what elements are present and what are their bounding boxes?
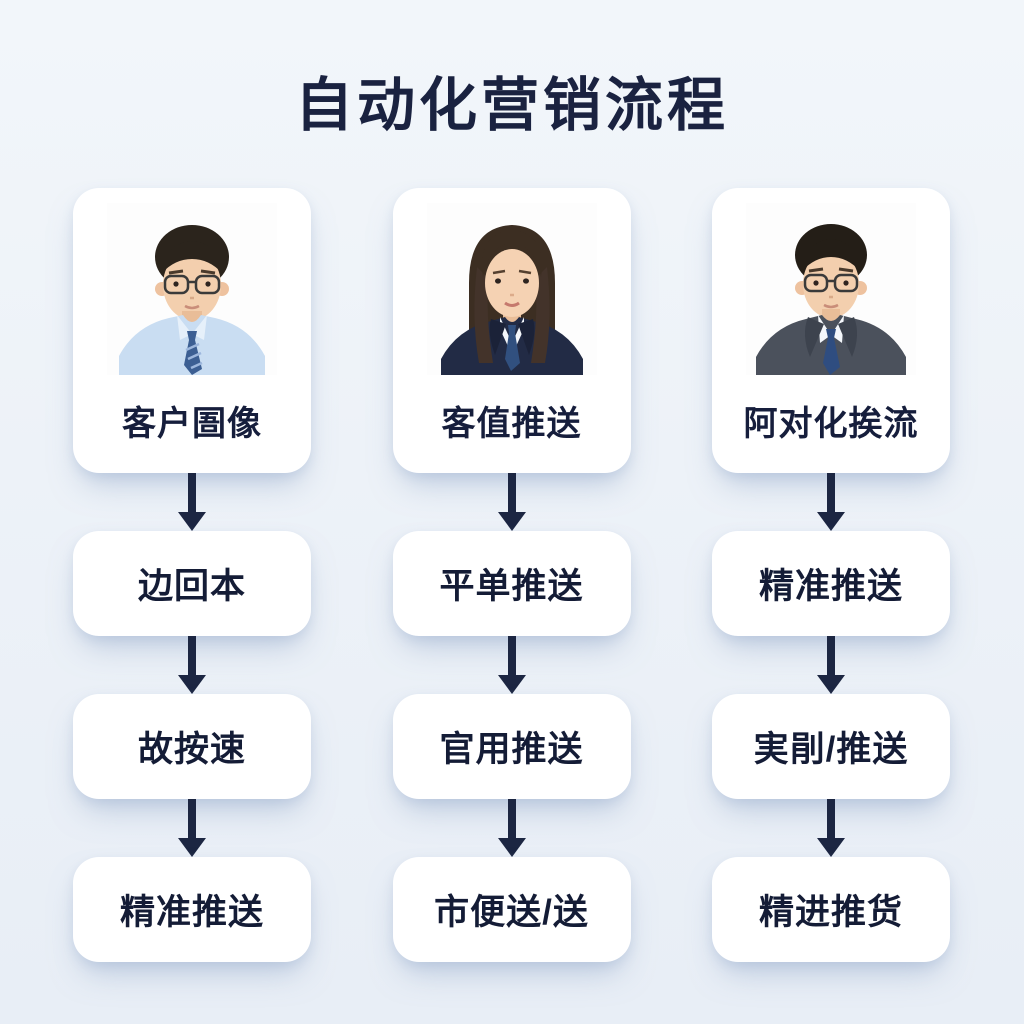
flowchart-page: 自动化营销流程 — [0, 73, 1024, 962]
persona-label: 客户圄像 — [122, 405, 262, 443]
flow-column-customer: 客户圄像 边回本 故按速 精准推送 — [73, 188, 311, 962]
down-arrow-icon — [817, 799, 845, 857]
step-box: 精准推送 — [73, 857, 311, 962]
down-arrow-icon — [178, 636, 206, 694]
down-arrow-icon — [497, 473, 526, 531]
man-glasses-gray-suit-portrait-icon — [746, 203, 916, 375]
page-title: 自动化营销流程 — [294, 73, 729, 138]
step-box: 精准推送 — [712, 531, 950, 636]
down-arrow-icon — [817, 636, 845, 694]
step-label: 平单推送 — [439, 567, 584, 606]
step-label: 边回本 — [137, 567, 246, 606]
down-arrow-icon — [497, 799, 526, 857]
persona-card: 客户圄像 — [73, 188, 311, 473]
persona-label: 客值推送 — [441, 405, 582, 443]
down-arrow-icon — [817, 473, 845, 531]
down-arrow-icon — [178, 473, 206, 531]
step-label: 市便送/送 — [434, 893, 589, 932]
down-arrow-icon — [178, 799, 206, 857]
flow-columns: 客户圄像 边回本 故按速 精准推送 — [0, 188, 1024, 962]
step-label: 官用推送 — [439, 730, 584, 769]
step-label: 精准推送 — [758, 567, 903, 606]
step-box: 市便送/送 — [392, 857, 631, 962]
man-glasses-light-blue-shirt-portrait-icon — [107, 203, 277, 375]
flow-column-value: 客值推送 平单推送 官用推送 市便送/送 — [392, 188, 631, 962]
persona-card: 客值推送 — [392, 188, 631, 473]
step-box: 平单推送 — [392, 531, 631, 636]
step-label: 精进推货 — [758, 893, 903, 932]
step-label: 故按速 — [137, 730, 246, 769]
step-box: 実剈/推送 — [712, 694, 950, 799]
persona-card: 阿对化挨流 — [712, 188, 950, 473]
step-box: 官用推送 — [392, 694, 631, 799]
step-label: 実剈/推送 — [753, 730, 909, 769]
step-box: 故按速 — [73, 694, 311, 799]
step-box: 精进推货 — [712, 857, 950, 962]
down-arrow-icon — [497, 636, 526, 694]
persona-label: 阿对化挨流 — [743, 405, 919, 443]
step-box: 边回本 — [73, 531, 311, 636]
flow-column-traffic: 阿对化挨流 精准推送 実剈/推送 精进推货 — [712, 188, 950, 962]
step-label: 精准推送 — [119, 893, 264, 932]
woman-long-hair-navy-suit-portrait-icon — [426, 203, 597, 375]
